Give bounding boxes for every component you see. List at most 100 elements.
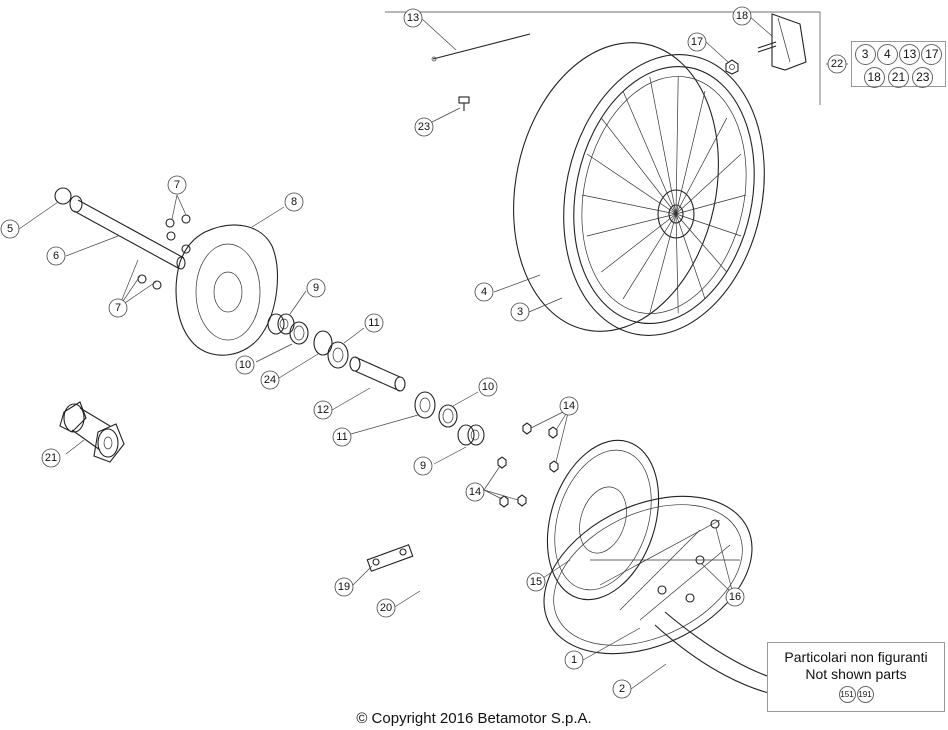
kit-chip: 23 <box>912 67 934 88</box>
wheel-spoke <box>600 117 677 215</box>
svg-text:10: 10 <box>239 359 251 371</box>
callout-9-left: 9 <box>306 278 326 298</box>
not-shown-parts-legend: Particolari non figuranti Not shown part… <box>767 642 945 712</box>
wheel-spoke <box>586 213 677 237</box>
callout-14-bottom: 14 <box>465 482 485 502</box>
svg-text:10: 10 <box>482 381 494 393</box>
svg-text:4: 4 <box>481 286 487 298</box>
svg-text:22: 22 <box>831 58 843 70</box>
seal-left-part <box>289 321 309 345</box>
callout-5: 5 <box>0 219 20 239</box>
legend-number: 151 <box>838 686 856 703</box>
callout-2: 2 <box>612 679 632 699</box>
wheel-spoke <box>622 90 677 215</box>
wheel-spoke <box>649 76 677 215</box>
callout-14-top: 14 <box>559 396 579 416</box>
legend-number: 191 <box>856 686 874 703</box>
sprocket-part <box>546 439 660 601</box>
svg-text:1: 1 <box>571 654 577 666</box>
wheel-spoke <box>581 194 677 215</box>
svg-text:11: 11 <box>368 317 379 329</box>
svg-text:12: 12 <box>317 404 329 416</box>
callout-3: 3 <box>510 302 530 322</box>
wheel-spoke <box>600 213 677 273</box>
wheel-spoke <box>675 213 728 273</box>
svg-text:16: 16 <box>729 591 741 603</box>
svg-text:15: 15 <box>530 576 542 588</box>
sprocket-nuts-part <box>497 422 559 508</box>
seal-right-part <box>438 404 458 428</box>
svg-text:7: 7 <box>174 179 180 191</box>
callout-12: 12 <box>313 400 333 420</box>
rim-lock-part <box>757 13 807 71</box>
callout-9-right: 9 <box>413 456 433 476</box>
callout-7-top: 7 <box>167 175 187 195</box>
callout-17: 17 <box>687 32 707 52</box>
wheel-spoke <box>675 213 742 237</box>
wheel-spoke <box>675 213 679 314</box>
svg-text:13: 13 <box>407 12 419 24</box>
wheel-spoke <box>675 153 742 215</box>
svg-text:19: 19 <box>338 581 350 593</box>
svg-text:3: 3 <box>517 306 523 318</box>
spacer-tube-part <box>349 356 406 392</box>
rim-bolts-part <box>657 519 720 603</box>
svg-text:11: 11 <box>336 431 347 443</box>
wheel-spoke <box>675 91 706 215</box>
hub-part <box>59 401 125 463</box>
svg-text:24: 24 <box>264 374 276 386</box>
circlip-part <box>313 330 333 356</box>
svg-text:18: 18 <box>736 10 748 22</box>
kit-chip: 4 <box>876 44 898 65</box>
bearing-right-part <box>414 391 436 419</box>
wheel-spoke <box>675 213 706 300</box>
rear-wheel-part <box>513 42 765 336</box>
kit-chip: 13 <box>899 44 921 65</box>
spacer-right-part <box>457 424 485 446</box>
svg-text:21: 21 <box>45 452 57 464</box>
callout-1: 1 <box>564 650 584 670</box>
wheel-spoke <box>649 213 677 314</box>
rim-part <box>543 495 753 655</box>
svg-text:20: 20 <box>380 602 392 614</box>
callout-23: 23 <box>414 117 434 137</box>
legend-title-italian: Particolari non figuranti <box>784 649 928 665</box>
kit-chip: 3 <box>854 44 876 65</box>
callout-15: 15 <box>526 572 546 592</box>
callout-10-left: 10 <box>235 355 255 375</box>
kit-chip: 17 <box>921 44 943 65</box>
callout-11-bottom: 11 <box>332 427 352 447</box>
kit-chip: 21 <box>887 67 909 88</box>
svg-text:6: 6 <box>53 250 59 262</box>
callout-18: 18 <box>732 6 752 26</box>
svg-text:5: 5 <box>7 223 13 235</box>
callout-11-top: 11 <box>364 313 384 333</box>
svg-text:23: 23 <box>418 121 430 133</box>
kit-contents-box: 3 4 13 17 18 21 23 <box>851 41 946 88</box>
disc-screws-part <box>137 214 191 290</box>
callout-20: 20 <box>376 598 396 618</box>
legend-title-english: Not shown parts <box>805 666 907 682</box>
svg-text:9: 9 <box>313 282 319 294</box>
axle-part <box>54 187 186 270</box>
svg-text:14: 14 <box>469 486 481 498</box>
kit-chip: 18 <box>863 67 885 88</box>
callout-6: 6 <box>46 246 66 266</box>
wheel-spoke <box>675 194 747 215</box>
bearing-left-part <box>327 341 349 369</box>
svg-text:17: 17 <box>691 36 703 48</box>
kit-row-1: 3 4 13 17 <box>852 44 945 65</box>
kit-row-2: 18 21 23 <box>852 67 945 88</box>
callout-19: 19 <box>334 577 354 597</box>
svg-text:2: 2 <box>619 683 625 695</box>
screw-part <box>458 96 470 111</box>
kit-bracket <box>385 11 848 105</box>
wheel-spoke <box>622 213 677 300</box>
brake-disc-part <box>175 224 278 356</box>
wheel-spoke <box>675 76 679 215</box>
legend-numbers: 151 191 <box>768 686 944 703</box>
svg-text:9: 9 <box>420 460 426 472</box>
spoke-nipple-part <box>725 59 739 75</box>
svg-text:7: 7 <box>115 302 121 314</box>
callout-13: 13 <box>403 8 423 28</box>
